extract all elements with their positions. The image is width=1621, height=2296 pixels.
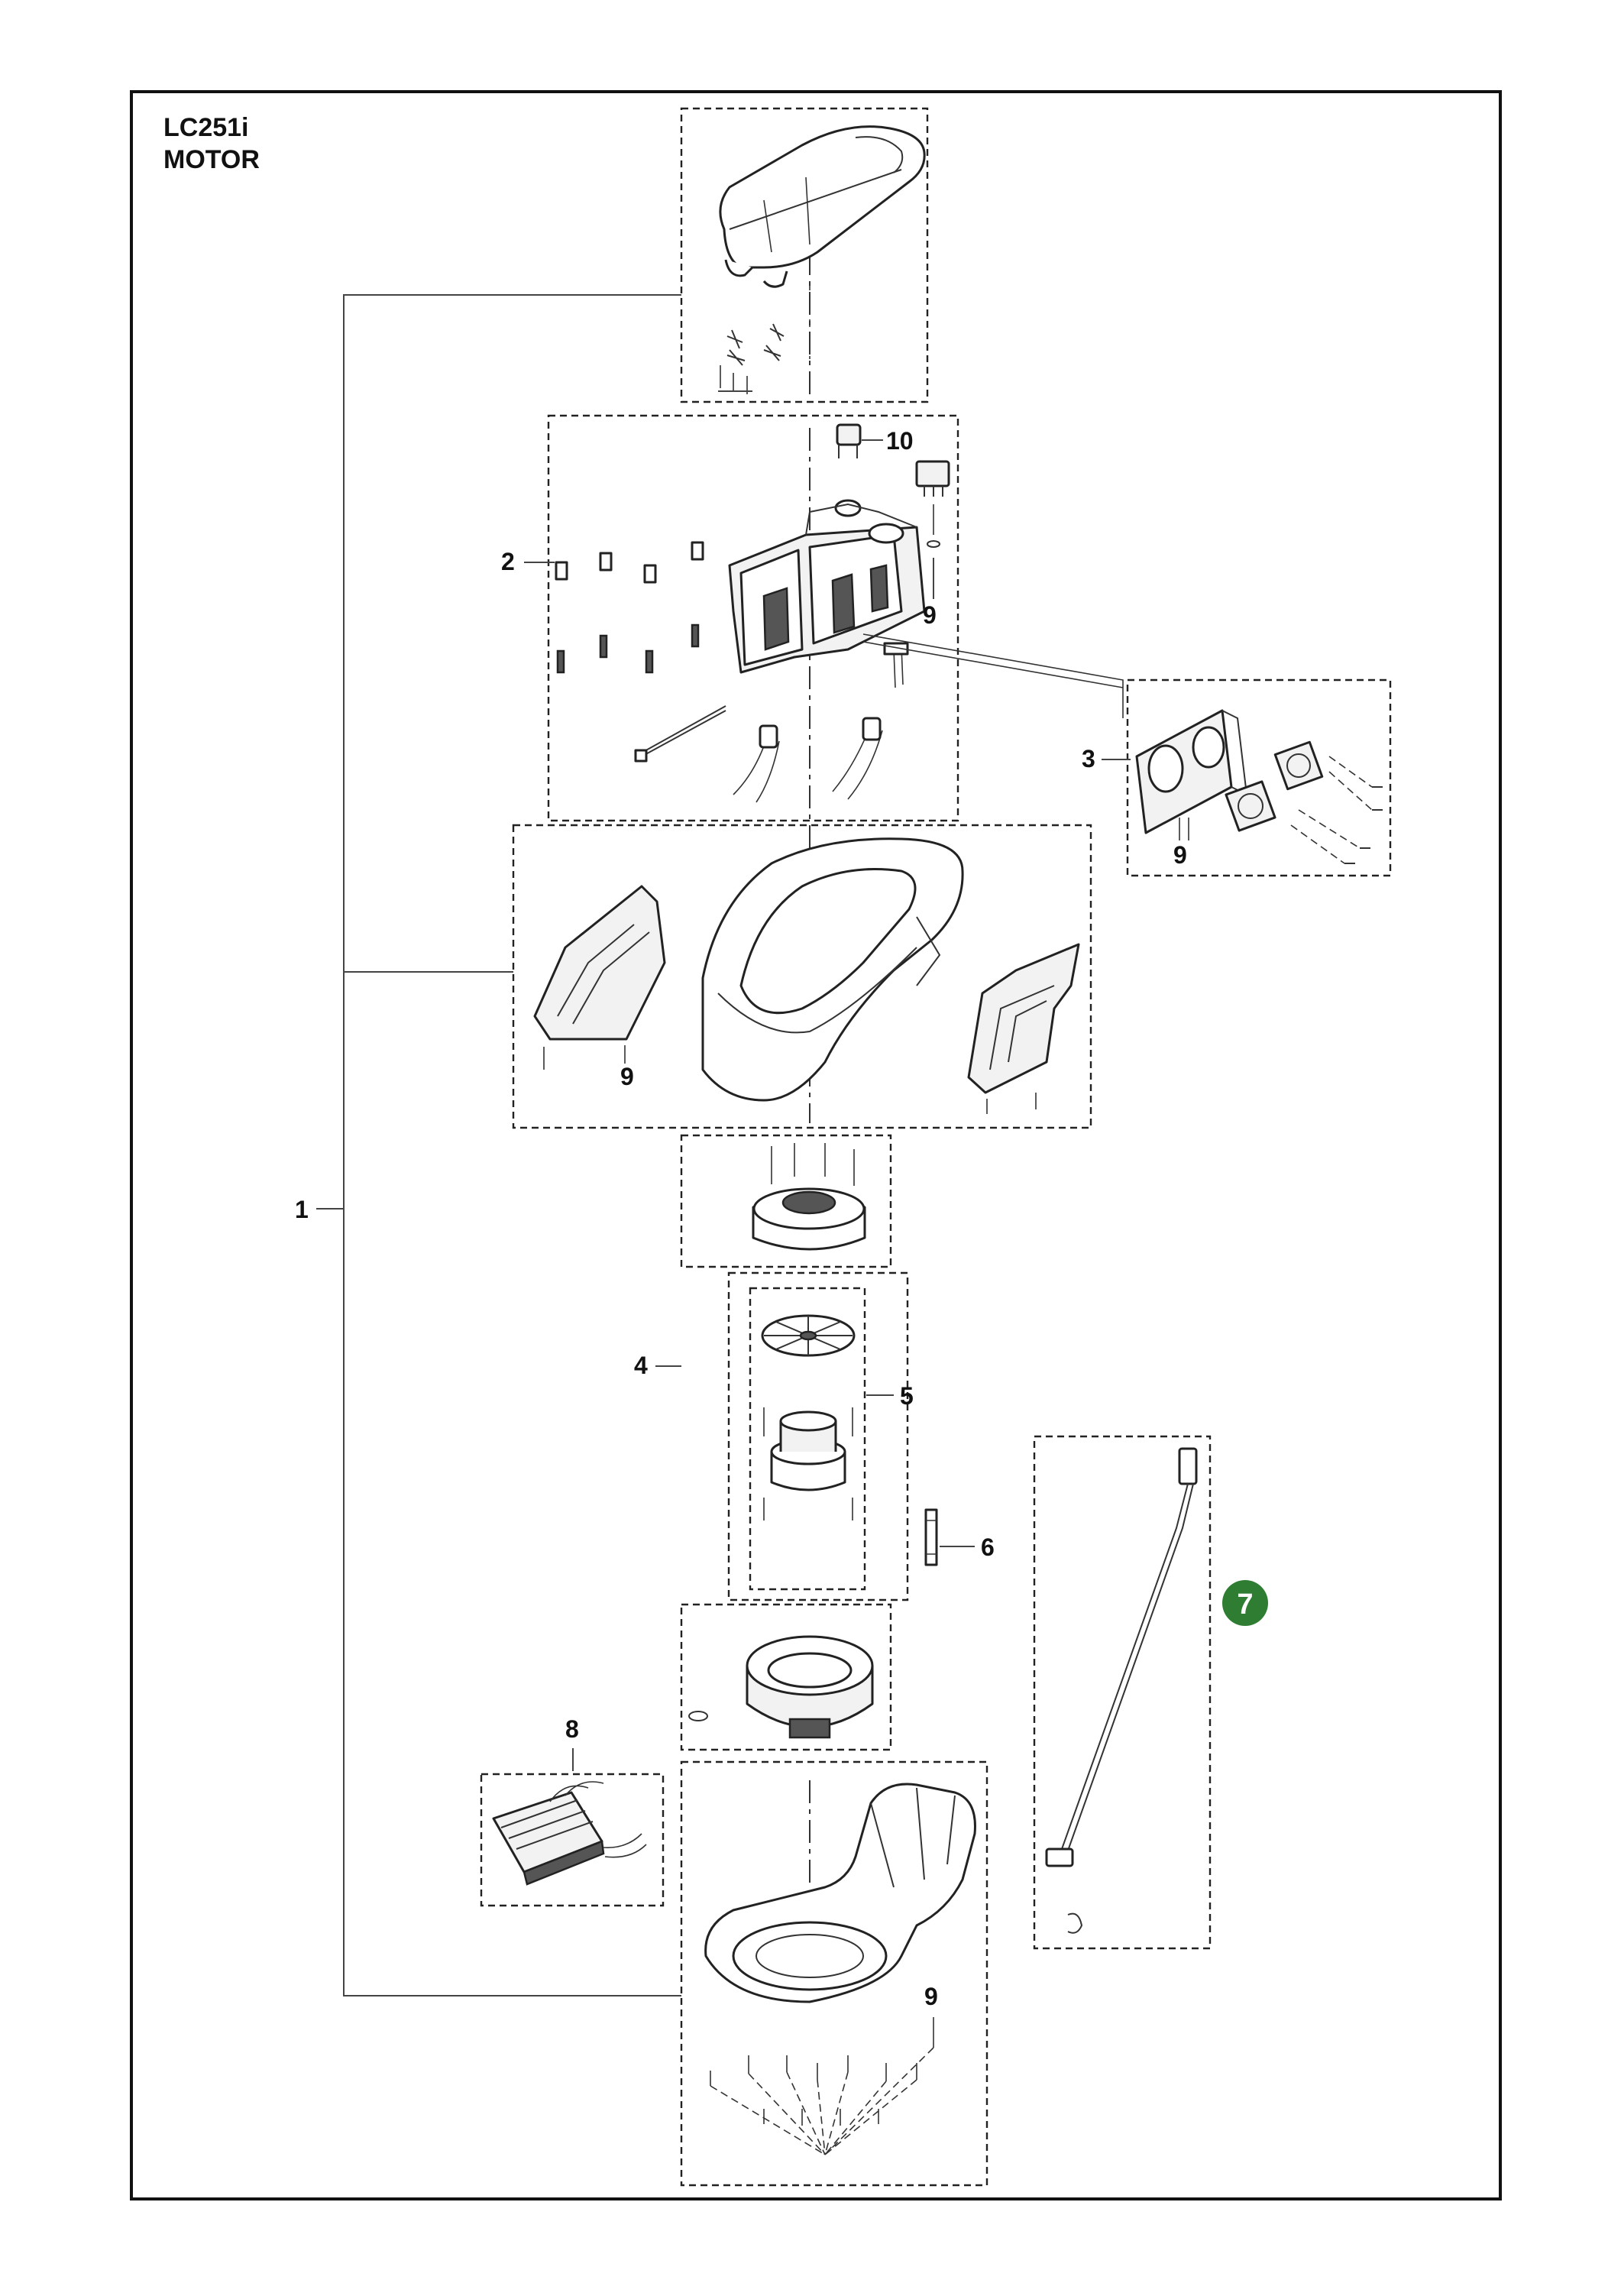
body-shell-box [512, 824, 1092, 1129]
fan-duct-part [1135, 709, 1248, 834]
base-housing-part [704, 1783, 976, 2003]
callout-6: 6 [981, 1533, 995, 1561]
charging-connector [915, 460, 950, 548]
base-screws [710, 2017, 934, 2155]
callout-4: 4 [634, 1352, 648, 1379]
motor-cover-box [680, 1134, 892, 1268]
fan-screws [1179, 756, 1383, 864]
cable-harness-box [1033, 1435, 1212, 1950]
motor-assembly-box [727, 1271, 909, 1601]
callout-9-fan: 9 [1173, 841, 1187, 869]
left-side-panel [533, 885, 666, 1070]
top-cover-box [680, 107, 929, 403]
callout-9-body: 9 [620, 1063, 634, 1090]
callout-7: 7 [1237, 1588, 1253, 1621]
callout-10: 10 [886, 427, 914, 455]
cooling-fans [1225, 740, 1324, 832]
base-box [680, 1760, 988, 2187]
section-title: MOTOR [163, 145, 260, 174]
part-7-highlight-badge: 7 [1222, 1580, 1268, 1626]
motor-top-cover [752, 1143, 866, 1251]
charger-box [480, 1773, 665, 1907]
fan-wire-run [862, 633, 1124, 718]
assembly-1-bracket [316, 294, 681, 1996]
charger-part [492, 1781, 647, 1886]
battery-housing-part [728, 499, 926, 674]
top-cover-part [719, 125, 926, 288]
callout-9-housing: 9 [923, 601, 937, 629]
callout-1: 1 [295, 1196, 309, 1223]
motor-fan-impeller [761, 1314, 856, 1357]
battery-housing-box [547, 414, 959, 822]
motor-mount-part [688, 1635, 874, 1739]
part-6-sensor [924, 1508, 938, 1566]
housing-clips [555, 541, 704, 674]
highlight-badge-circle [1222, 1580, 1268, 1626]
model-title: LC251i [163, 113, 249, 142]
top-cover-fasteners [718, 283, 810, 394]
fan-assembly-box [1126, 678, 1392, 877]
callout-8: 8 [565, 1715, 579, 1743]
part-10-switch [836, 423, 862, 458]
drawing-frame [130, 90, 1502, 2200]
callout-2: 2 [501, 548, 515, 575]
motor-body [763, 1407, 853, 1520]
callout-5: 5 [900, 1382, 914, 1410]
motor-unit-box [749, 1287, 866, 1591]
body-shell-part [701, 837, 964, 1102]
right-side-panel [967, 943, 1080, 1114]
callout-9-base: 9 [924, 1983, 938, 2010]
callout-3: 3 [1082, 745, 1095, 772]
cable-harness-part [1045, 1447, 1198, 1934]
motor-mount-box [680, 1603, 892, 1751]
cable-tie-and-harness [634, 642, 909, 803]
